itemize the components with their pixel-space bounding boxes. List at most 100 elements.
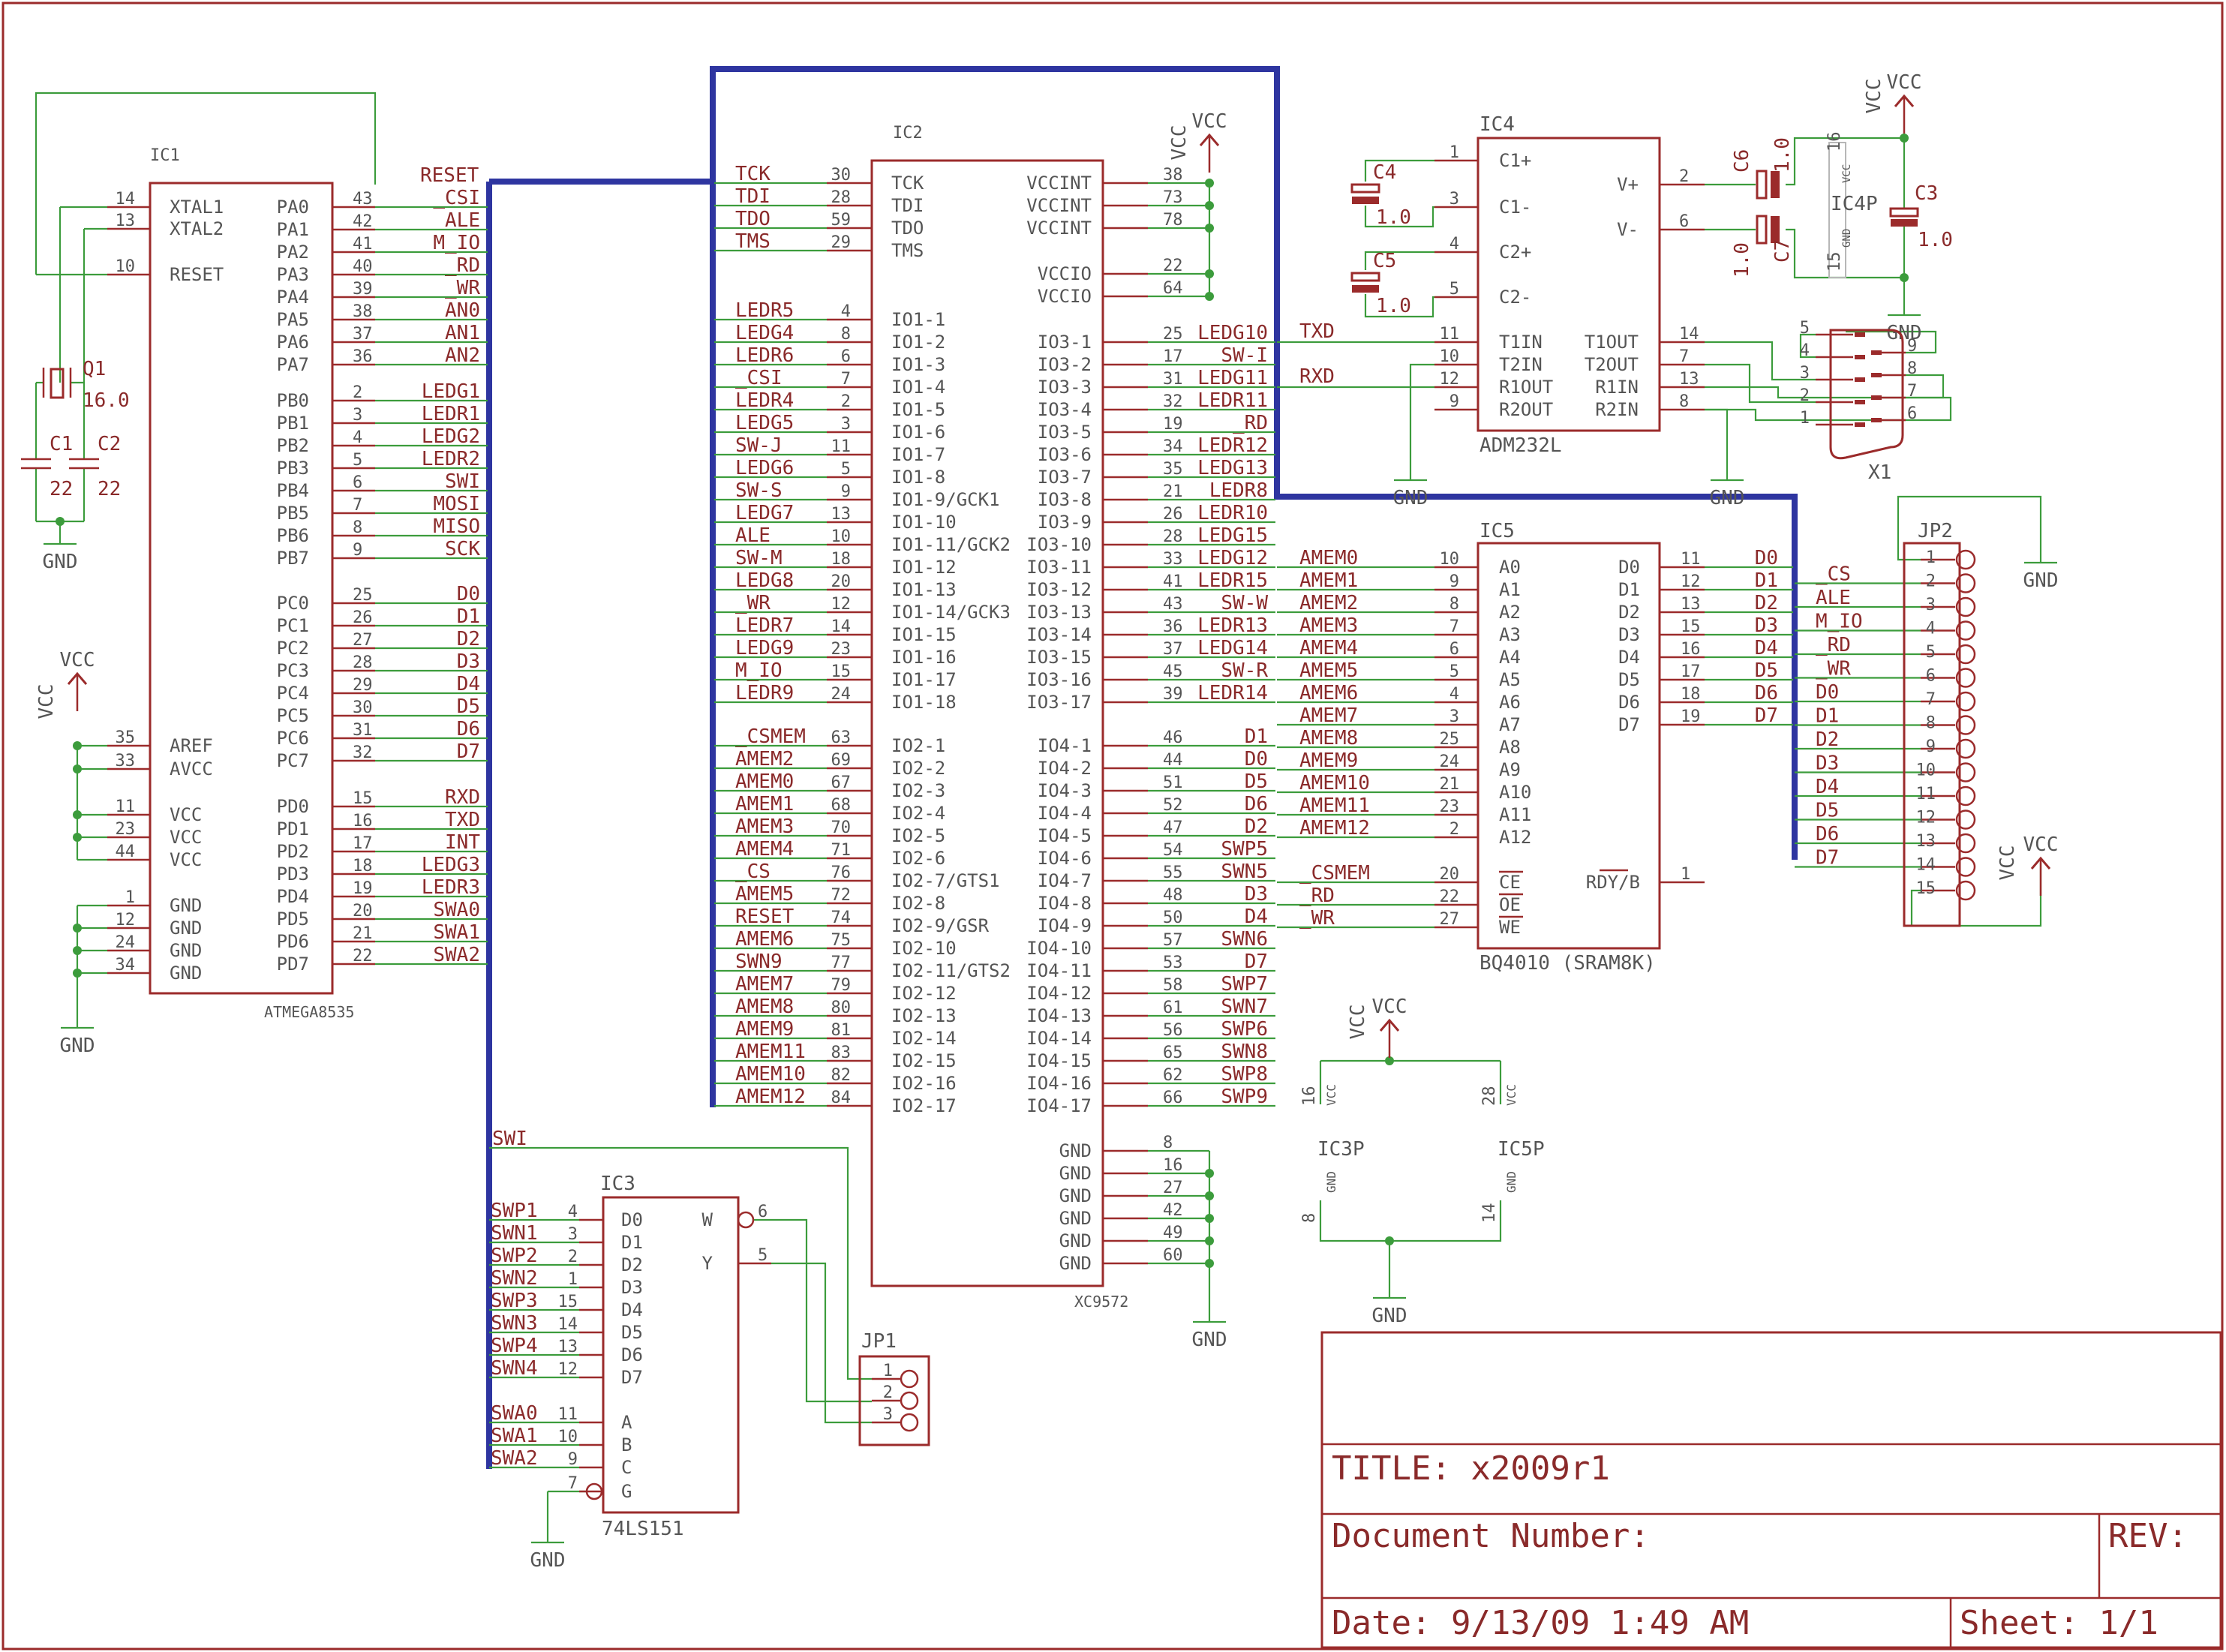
ic2-pin-number: 34: [1163, 437, 1183, 456]
ic1-atmega8535: IC1ATMEGA8535XTAL114XTAL213RESET10AREF35…: [21, 146, 480, 1057]
ic3-net-label: SWN1: [491, 1222, 538, 1245]
net-wire: [1705, 374, 1945, 399]
parts-layer: IC1ATMEGA8535XTAL114XTAL213RESET10AREF35…: [21, 71, 2058, 1572]
jp2-net-label: _WR: [1816, 658, 1851, 680]
ic1-net-label: LEDG3: [422, 854, 480, 876]
ic3-pin-name: D6: [621, 1344, 643, 1365]
ic2-pin-name: IO4-4: [1038, 803, 1092, 824]
ic5-pin-name: D2: [1618, 602, 1640, 623]
ic2-pin-number: 72: [831, 886, 852, 905]
ic2-net-label: D3: [1245, 883, 1268, 906]
ic2-net-label: AMEM3: [735, 815, 794, 838]
x1-pin: [1855, 355, 1865, 359]
ic1-net-label: D2: [457, 628, 480, 650]
ic2-pin-name: IO1-1: [891, 309, 945, 330]
ic1-net-label: SWA0: [433, 899, 480, 921]
ic2-net-label: AMEM5: [735, 883, 794, 906]
ic4-pin-number: 1: [1449, 143, 1459, 162]
ic1-net-label: SWI: [445, 470, 480, 493]
ic2-net-label: LEDR10: [1197, 502, 1268, 524]
ic1-pin-number: 10: [116, 257, 136, 276]
ic2-net-label: SWP7: [1221, 973, 1268, 996]
ic1-pin-name: PA3: [277, 264, 309, 285]
ic2-net-label: D0: [1245, 748, 1268, 770]
ic3-net-label: SWN4: [491, 1357, 538, 1380]
ic5-pin-name: RDY/B: [1586, 872, 1640, 893]
ic2-net-label: AMEM11: [735, 1041, 806, 1063]
ic4-pin-number: 14: [1679, 325, 1699, 344]
jp2-pin-number: 7: [1926, 690, 1936, 709]
vcc-symbol: VCC: [1887, 71, 1921, 134]
ic2-pin-name: IO2-10: [891, 938, 957, 959]
ic2-pin-number: 43: [1163, 595, 1183, 614]
ic2-net-label: SW-W: [1221, 592, 1268, 614]
ic4-pin-number: 10: [1440, 347, 1460, 366]
x1-name: X1: [1868, 461, 1891, 484]
vcc-label: VCC: [1996, 846, 2019, 881]
gnd-symbol: GND: [2023, 540, 2058, 592]
ic4-pin-name: R2IN: [1595, 399, 1639, 420]
ic2-pin-number: 84: [831, 1089, 852, 1107]
net-wire: [1786, 228, 1904, 279]
junction-dot: [1900, 273, 1909, 282]
vcc-arrow: [67, 671, 88, 685]
net-wire: [1364, 251, 1434, 270]
ic2-pin-name: GND: [1059, 1185, 1092, 1206]
net-wire: [1364, 159, 1434, 182]
ic2-net-label: LEDR5: [735, 299, 794, 322]
ic1-pin-number: 27: [353, 631, 373, 650]
ic5p-pin-number: 14: [1480, 1203, 1499, 1224]
ic2-pin-number: 26: [1163, 505, 1183, 524]
ic1-net-label: M_IO: [433, 232, 480, 254]
ic4-pin-name: T2IN: [1499, 354, 1543, 375]
ic5-pin-number: 9: [1449, 572, 1459, 591]
ic2-pin-number: 55: [1163, 864, 1183, 882]
ic5-net-label: D7: [1755, 704, 1778, 727]
gnd-label: GND: [1192, 1329, 1227, 1351]
ic5-pin-name: A5: [1499, 669, 1521, 690]
ic2-pin-name: IO3-11: [1026, 557, 1092, 578]
ic4-pin-name: C2-: [1499, 287, 1531, 308]
ic2-net-label: SWN6: [1221, 928, 1268, 951]
c7-value: 1.0: [1731, 242, 1753, 278]
ic2-net-label: D4: [1245, 906, 1268, 928]
ic2-pin-number: 81: [831, 1021, 852, 1040]
ic2-pin-name: IO4-11: [1026, 960, 1092, 981]
ic4-pin-name: V+: [1617, 174, 1639, 195]
ic3-pin-name: D4: [621, 1299, 643, 1320]
ic4p-pin-number: 15: [1825, 252, 1844, 272]
c2-name: C2: [98, 433, 121, 455]
ic1-pin-name: PA2: [277, 242, 309, 263]
ic2-pin-number: 31: [1163, 370, 1183, 389]
ic2-pin-number: 9: [841, 482, 851, 501]
ic2-pin-number: 32: [1163, 392, 1183, 411]
ic3p-pin-name: VCC: [1324, 1084, 1338, 1106]
ic3-g-bubble: [585, 1482, 603, 1500]
junction-dot: [1205, 269, 1214, 278]
ic2-net-label: AMEM1: [735, 793, 794, 815]
ic1-net-label: AN1: [445, 322, 480, 344]
ic4-pin-number: 9: [1449, 392, 1459, 411]
ic2-net-label: LEDG5: [735, 412, 794, 434]
net-wire: [1364, 294, 1434, 318]
ic1-pin-name: PD6: [277, 931, 309, 952]
ic1-net-label: D5: [457, 695, 480, 718]
ic2-net-label: _CSI: [735, 367, 783, 389]
net-wire: [1319, 1200, 1502, 1242]
ic1-net-label: MISO: [433, 515, 480, 538]
c7-plate: [1756, 215, 1768, 245]
ic2-net-label: AMEM6: [735, 928, 794, 951]
ic2-net-label: AMEM12: [735, 1086, 806, 1108]
gnd-symbol: GND: [1372, 1275, 1407, 1327]
gnd-symbol: GND: [1393, 458, 1428, 509]
ic1-pin-number: 37: [353, 325, 373, 344]
ic2-pin-name: IO4-14: [1026, 1028, 1092, 1049]
junction-dot: [73, 810, 82, 819]
c6-plate: [1771, 171, 1780, 198]
ic2-pin-number: 30: [831, 166, 852, 185]
jp2-pin-number: 12: [1916, 809, 1936, 828]
ic2-pin-name: IO2-1: [891, 735, 945, 756]
c2-value: 22: [98, 478, 121, 500]
ic1-reset-net: RESET: [420, 164, 479, 187]
bus-lines: [486, 66, 1798, 1469]
